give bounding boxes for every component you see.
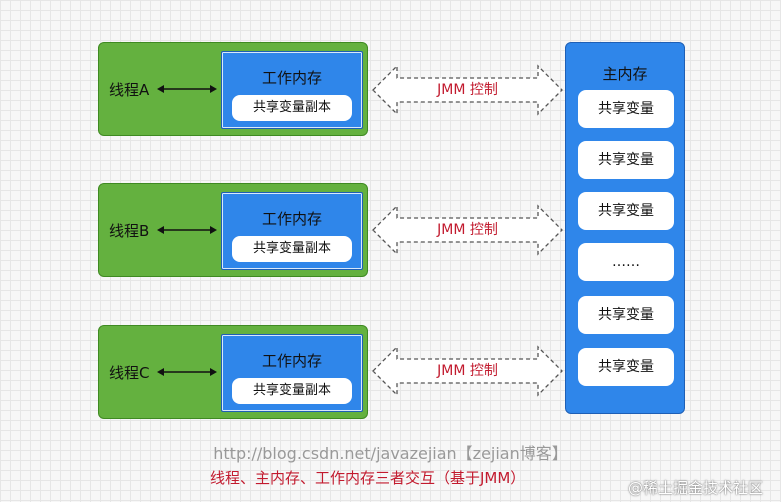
shared-variable-item: 共享变量 [578,192,674,230]
watermark: @稀土掘金技术社区 [627,479,763,497]
source-url: http://blog.csdn.net/javazejian【zejian博客… [213,444,568,463]
jmm-control-label: JMM 控制 [437,363,498,379]
thread-b-block: 线程B 工作内存 共享变量副本 [98,183,368,277]
double-arrow-icon [372,64,563,116]
shared-variable-copy: 共享变量副本 [232,95,352,121]
shared-variable-item: 共享变量 [578,141,674,179]
thread-c-block: 线程C 工作内存 共享变量副本 [98,325,368,419]
jmm-control-label: JMM 控制 [437,82,498,98]
main-memory-panel: 主内存 共享变量 共享变量 共享变量 …… 共享变量 共享变量 [565,42,685,414]
working-memory-title: 工作内存 [261,69,322,87]
jmm-control-label: JMM 控制 [437,222,498,238]
double-arrow-icon [372,204,563,256]
thread-a-arrow [157,85,217,93]
double-arrow-icon [372,345,563,397]
thread-b-label: 线程B [109,222,150,240]
shared-variable-item: 共享变量 [578,348,674,386]
diagram-caption: 线程、主内存、工作内存三者交互（基于JMM） [210,469,526,487]
jmm-control-arrow-a: JMM 控制 [370,62,565,118]
thread-b-arrow [157,226,217,234]
working-memory-title: 工作内存 [261,210,322,228]
thread-c-arrow [157,368,217,376]
shared-variable-copy: 共享变量副本 [232,236,352,262]
thread-c-working-memory: 工作内存 共享变量副本 [221,334,363,412]
working-memory-title: 工作内存 [261,352,322,370]
thread-a-working-memory: 工作内存 共享变量副本 [221,51,363,129]
main-memory-title: 主内存 [602,65,648,83]
thread-c-label: 线程C [109,364,150,382]
jmm-control-arrow-b: JMM 控制 [370,202,565,258]
shared-variable-item: 共享变量 [578,90,674,128]
thread-a-block: 线程A 工作内存 共享变量副本 [98,42,368,136]
thread-a-label: 线程A [109,81,150,99]
thread-b-working-memory: 工作内存 共享变量副本 [221,192,363,270]
ellipsis-item: …… [578,243,674,281]
shared-variable-copy: 共享变量副本 [232,378,352,404]
jmm-control-arrow-c: JMM 控制 [370,343,565,399]
shared-variable-item: 共享变量 [578,296,674,334]
